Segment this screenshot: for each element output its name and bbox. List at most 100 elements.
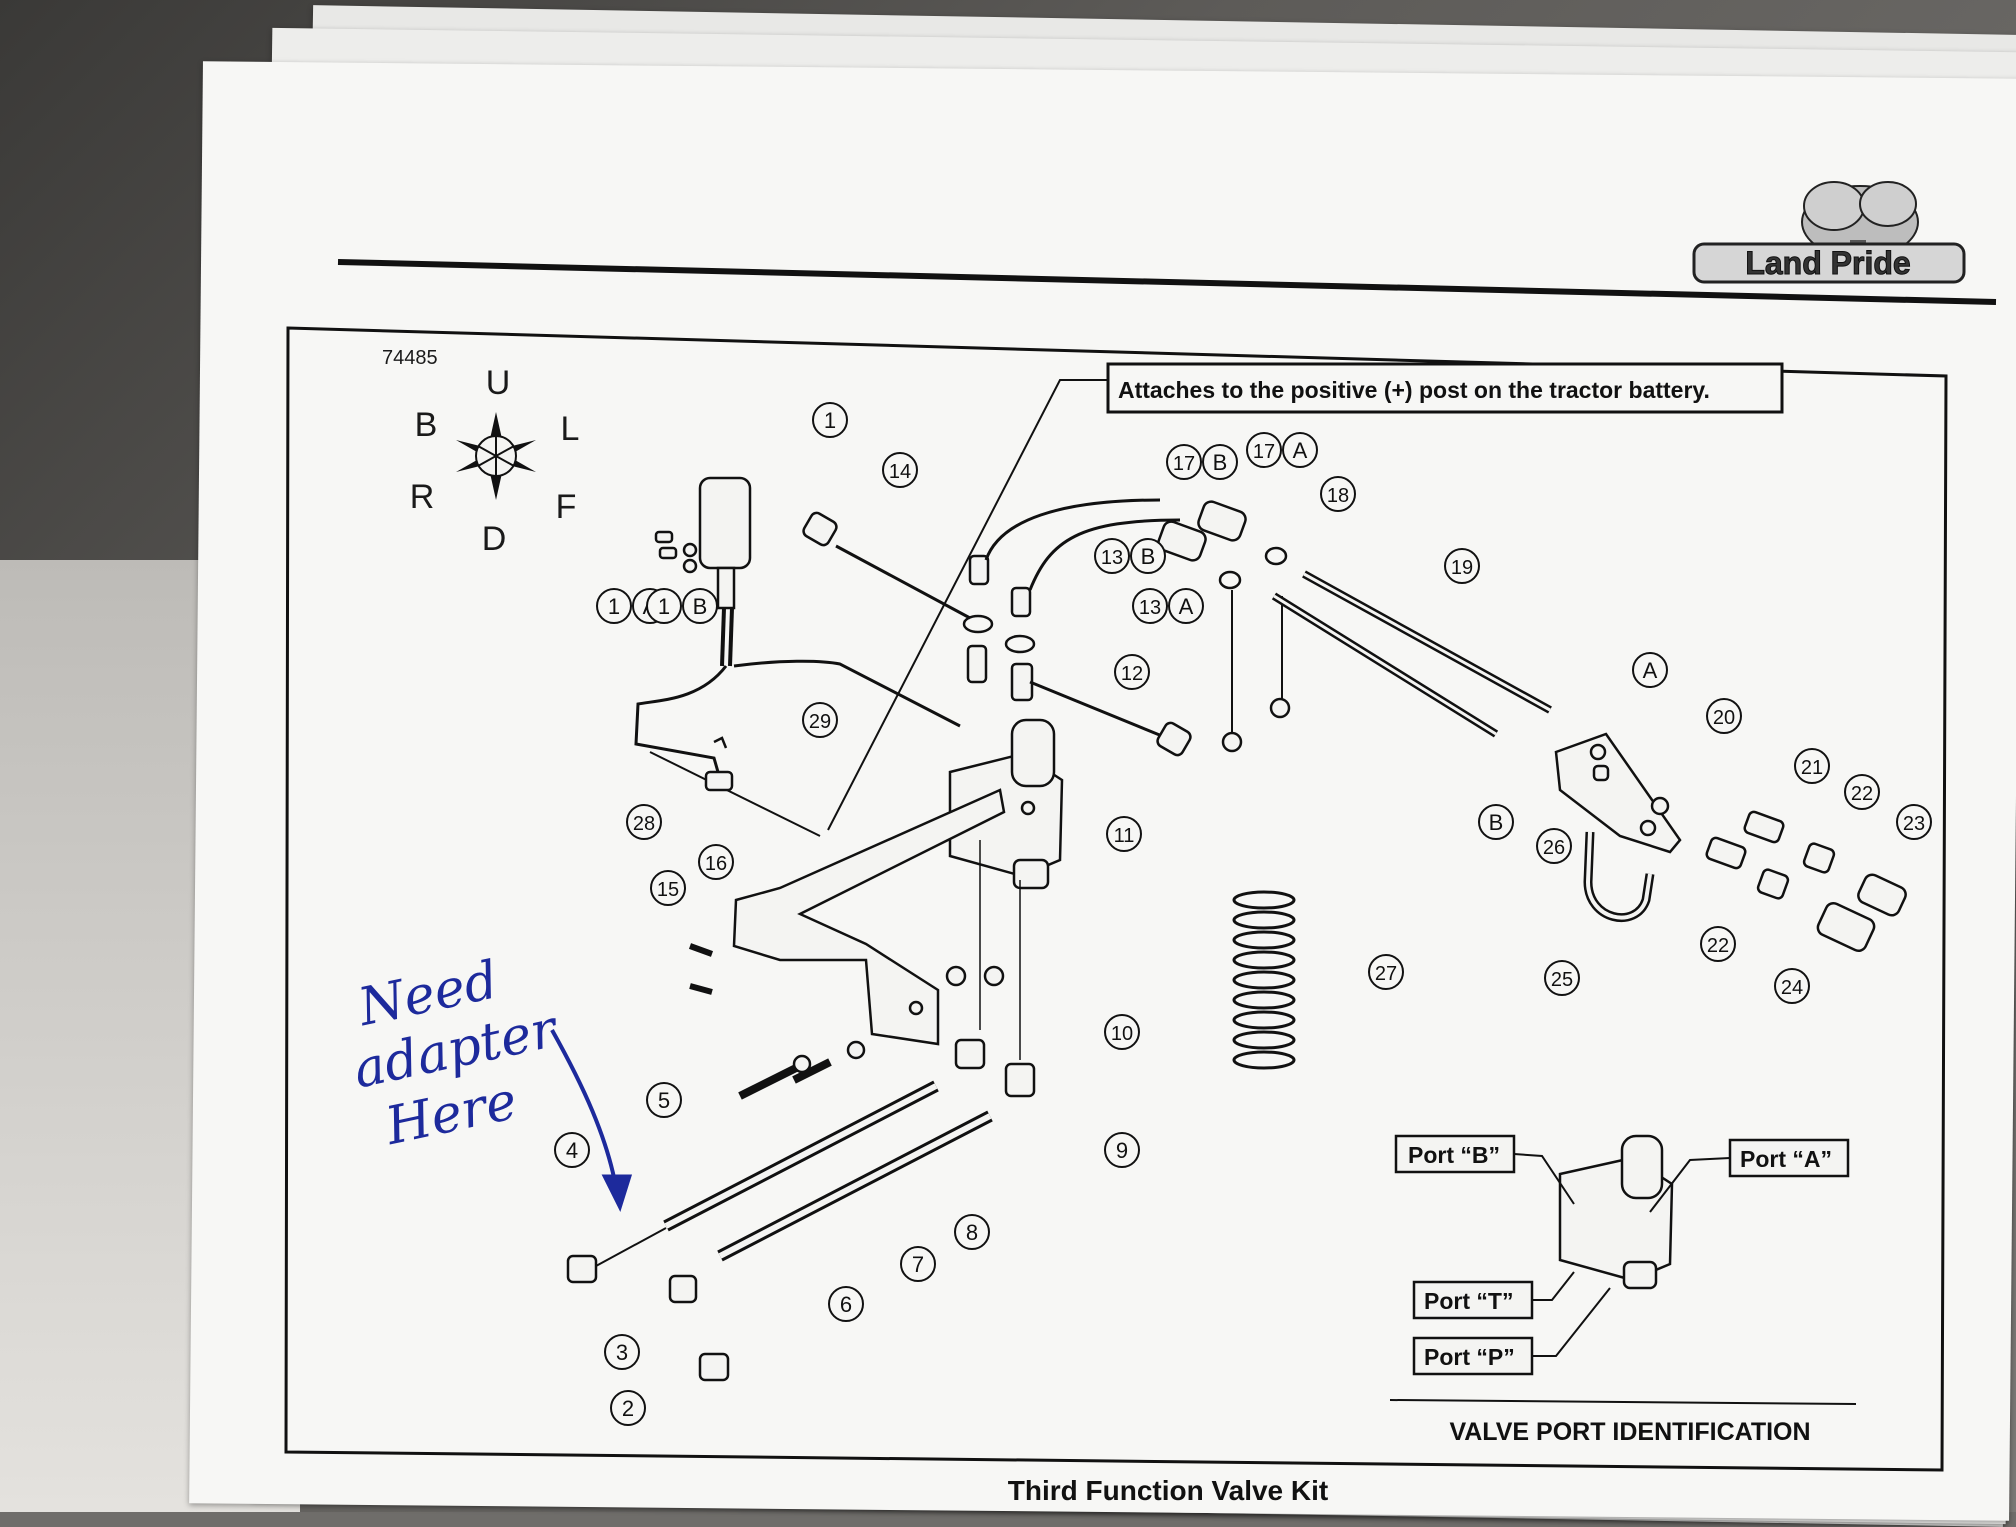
callout-24: 24	[1774, 968, 1810, 1004]
callout-9: 9	[1104, 1132, 1140, 1168]
page-title: Third Function Valve Kit	[1008, 1475, 1328, 1506]
callout-16: 16	[698, 844, 734, 880]
callout-label: A	[1293, 438, 1308, 463]
land-pride-logo: Land Pride	[1692, 181, 1966, 284]
callout-25: 25	[1544, 960, 1580, 996]
callout-circle	[596, 588, 632, 624]
callout-label: 20	[1713, 707, 1735, 729]
callout-label: 9	[1116, 1138, 1128, 1163]
callout-label: 15	[657, 879, 679, 901]
callout-label: 11	[1114, 825, 1135, 847]
callout-circle	[1104, 1132, 1140, 1168]
callout-label: 22	[1707, 935, 1729, 957]
callout-label: 7	[912, 1252, 924, 1277]
callout-12: 12	[1114, 654, 1150, 690]
svg-text:U: U	[486, 364, 511, 402]
svg-text:F: F	[556, 488, 577, 526]
callout-label: 24	[1781, 977, 1803, 999]
callout-4: 4	[554, 1132, 590, 1168]
callout-circle	[646, 1082, 682, 1118]
callout-label: B	[1489, 810, 1504, 835]
callout-13b: 13 B	[1094, 538, 1166, 574]
callout-1: 1	[812, 402, 848, 438]
svg-text:D: D	[482, 520, 507, 558]
callout-label: 16	[705, 853, 727, 875]
callout-28: 28	[626, 804, 662, 840]
svg-text:Land Pride: Land Pride	[1745, 245, 1910, 281]
callout-circle	[1896, 804, 1932, 840]
callout-circle	[1774, 968, 1810, 1004]
parts-drawing	[566, 476, 1907, 1382]
header-rule	[337, 259, 1997, 305]
callout-label: 1	[658, 594, 670, 619]
callout-21: 21	[1794, 748, 1830, 784]
callout-circle	[604, 1334, 640, 1370]
callout-circle	[1478, 804, 1514, 840]
callout-circle	[1094, 538, 1130, 574]
callout-circle	[554, 1132, 590, 1168]
diagram-frame	[284, 326, 1948, 1472]
handwritten-arrowhead	[601, 1174, 633, 1212]
callout-label: 4	[566, 1138, 578, 1163]
direction-compass: U D B L R F	[410, 364, 580, 558]
callout-label: 13	[1139, 597, 1161, 619]
callout-a: A	[1632, 652, 1668, 688]
callout-circle	[1130, 538, 1166, 574]
callout-circle	[1106, 816, 1142, 852]
callout-label: 28	[633, 813, 655, 835]
switch-body	[698, 476, 752, 570]
callout-circle	[1104, 1014, 1140, 1050]
svg-text:B: B	[415, 406, 438, 444]
callout-label: A	[1643, 658, 1658, 683]
callout-label: B	[693, 594, 708, 619]
callout-circle	[646, 588, 682, 624]
callout-label: 17	[1173, 453, 1195, 475]
callout-label: 29	[809, 711, 831, 733]
callout-18: 18	[1320, 476, 1356, 512]
callout-circle	[1202, 444, 1238, 480]
callout-19: 19	[1444, 548, 1480, 584]
callout-circle	[1282, 432, 1318, 468]
callout-circle	[1368, 954, 1404, 990]
callout-label: 1	[824, 408, 836, 433]
callout-label: 5	[658, 1088, 670, 1113]
callout-circle	[1536, 828, 1572, 864]
callout-label: 22	[1851, 783, 1873, 805]
callout-label: 6	[840, 1292, 852, 1317]
valve-port-inset: Port “B” Port “A” Port “T” Port “P” VALV…	[1389, 1134, 1857, 1446]
svg-text:L: L	[561, 410, 580, 448]
callout-label: 10	[1111, 1023, 1133, 1045]
port-p-label: Port “P”	[1424, 1344, 1515, 1370]
callout-22: 22	[1844, 774, 1880, 810]
callout-8: 8	[954, 1214, 990, 1250]
inset-heading: VALVE PORT IDENTIFICATION	[1449, 1418, 1810, 1446]
callout-label: 3	[616, 1340, 628, 1365]
callout-circle	[650, 870, 686, 906]
drawing-number: 74485	[382, 347, 438, 369]
callout-3: 3	[604, 1334, 640, 1370]
svg-text:Attaches to the positive (+) p: Attaches to the positive (+) post on the…	[1118, 377, 1710, 403]
callout-26: 26	[1536, 828, 1572, 864]
port-a-label: Port “A”	[1740, 1146, 1832, 1172]
port-b-label: Port “B”	[1408, 1142, 1500, 1168]
callout-label: A	[1179, 594, 1194, 619]
callout-label: 14	[889, 461, 911, 483]
callout-circle	[1544, 960, 1580, 996]
callout-label: 13	[1101, 547, 1123, 569]
callout-circle	[1320, 476, 1356, 512]
callout-label: 12	[1121, 663, 1143, 685]
callout-circle	[1844, 774, 1880, 810]
callout-7: 7	[900, 1246, 936, 1282]
callout-circle	[626, 804, 662, 840]
handwritten-note: Need adapter Here	[348, 950, 564, 1157]
callout-circle	[1114, 654, 1150, 690]
callout-circle	[698, 844, 734, 880]
callout-23: 23	[1896, 804, 1932, 840]
callout-circle	[1794, 748, 1830, 784]
callout-layer: 11417B17A1813B13A1912A1A1B29202122232811…	[554, 402, 1932, 1426]
callout-label: B	[1141, 544, 1156, 569]
callout-15: 15	[650, 870, 686, 906]
callout-circle	[882, 452, 918, 488]
